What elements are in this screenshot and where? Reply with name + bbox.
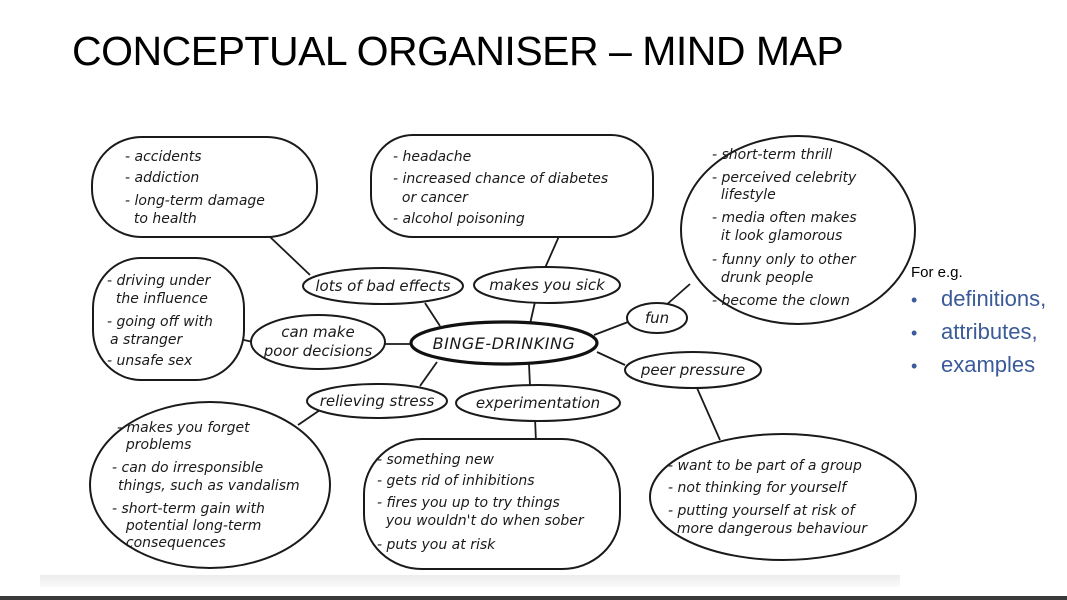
node-label: experimentation bbox=[476, 394, 600, 412]
connector-center-fun bbox=[593, 321, 629, 336]
slide-title: CONCEPTUAL ORGANISER – MIND MAP bbox=[72, 28, 844, 74]
detail-text: - something new bbox=[377, 452, 495, 468]
bubble-peer-pressure: - want to be part of a group - not think… bbox=[649, 433, 917, 561]
example-text: definitions, bbox=[941, 286, 1047, 311]
detail-text: a stranger bbox=[110, 332, 184, 348]
bullet-icon: • bbox=[911, 323, 918, 343]
connector-peer-bubble bbox=[696, 387, 721, 441]
detail-text: - become the clown bbox=[712, 293, 850, 309]
detail-text: - short-term thrill bbox=[712, 147, 832, 163]
examples-note: For e.g. • definitions, • attributes, • exa… bbox=[911, 264, 1046, 382]
detail-text: - unsafe sex bbox=[107, 353, 193, 369]
node-label: relieving stress bbox=[320, 392, 435, 410]
detail-text: - increased chance of diabetes bbox=[393, 171, 608, 187]
detail-text: - want to be part of a group bbox=[668, 458, 862, 474]
example-text: attributes, bbox=[941, 319, 1038, 344]
example-text: examples bbox=[941, 352, 1036, 377]
connectors bbox=[243, 233, 721, 443]
detail-text: - accidents bbox=[125, 149, 202, 165]
detail-text: it look glamorous bbox=[712, 228, 842, 244]
detail-text: - addiction bbox=[125, 170, 199, 186]
node-relieving-stress: relieving stress bbox=[306, 383, 448, 419]
detail-text: consequences bbox=[117, 535, 226, 551]
bubble-relieving-stress: - makes you forget problems - can do irr… bbox=[89, 401, 331, 569]
connector-center-sick bbox=[529, 301, 536, 325]
detail-text: - can do irresponsible bbox=[112, 460, 263, 476]
bubble-fun: - short-term thrill - perceived celebrit… bbox=[680, 135, 916, 325]
bullet-icon: • bbox=[911, 356, 918, 376]
node-fun: fun bbox=[626, 302, 688, 334]
connector-center-stress bbox=[419, 361, 438, 387]
bubble-experimentation: - something new - gets rid of inhibition… bbox=[363, 438, 621, 570]
detail-text: - putting yourself at risk of bbox=[668, 503, 857, 519]
examples-heading: For e.g. bbox=[911, 264, 963, 281]
example-item-definitions: • definitions, bbox=[911, 283, 1046, 316]
detail-text: - perceived celebrity bbox=[712, 170, 857, 186]
detail-text: or cancer bbox=[393, 190, 469, 206]
detail-text: - short-term gain with bbox=[112, 501, 265, 517]
detail-text: the influence bbox=[107, 291, 208, 307]
detail-text: - fires you up to try things bbox=[377, 495, 560, 511]
node-label: fun bbox=[645, 309, 669, 327]
detail-text: drunk people bbox=[712, 270, 813, 286]
center-label: BINGE-DRINKING bbox=[433, 334, 576, 353]
node-peer-pressure: peer pressure bbox=[624, 351, 762, 389]
connector-bad-effects-bubble bbox=[267, 234, 311, 276]
connector-center-bad-effects bbox=[424, 302, 441, 327]
node-lots-of-bad-effects: lots of bad effects bbox=[302, 267, 464, 305]
detail-text: - makes you forget bbox=[117, 420, 250, 436]
detail-text: lifestyle bbox=[712, 187, 776, 203]
detail-text: - headache bbox=[393, 149, 471, 165]
bubble-bad-effects: - accidents - addiction - long-term dama… bbox=[91, 136, 318, 238]
detail-text: to health bbox=[125, 211, 197, 227]
detail-text: things, such as vandalism bbox=[118, 478, 300, 494]
node-label: peer pressure bbox=[640, 361, 745, 379]
bubble-poor-decisions: - driving under the influence - going of… bbox=[92, 257, 245, 381]
detail-text: - media often makes bbox=[712, 210, 857, 226]
center-node: BINGE-DRINKING bbox=[409, 320, 599, 366]
node-label: poor decisions bbox=[263, 342, 373, 360]
detail-text: potential long-term bbox=[117, 518, 261, 534]
example-item-attributes: • attributes, bbox=[911, 316, 1046, 349]
detail-text: - gets rid of inhibitions bbox=[377, 473, 535, 489]
connector-stress-bubble bbox=[297, 409, 321, 426]
detail-text: - long-term damage bbox=[125, 193, 265, 209]
detail-text: - driving under bbox=[107, 273, 212, 289]
example-item-examples: • examples bbox=[911, 349, 1046, 382]
node-can-make-poor-decisions: can make poor decisions bbox=[250, 314, 386, 370]
bubble-makes-you-sick: - headache - increased chance of diabete… bbox=[370, 134, 654, 238]
connector-center-peer bbox=[596, 351, 626, 366]
connector-center-experimentation bbox=[528, 363, 531, 387]
node-label: can make bbox=[281, 323, 354, 341]
detail-text: - puts you at risk bbox=[377, 537, 496, 553]
detail-text: - alcohol poisoning bbox=[393, 211, 525, 227]
detail-text: more dangerous behaviour bbox=[668, 521, 868, 537]
detail-text: you wouldn't do when sober bbox=[377, 513, 585, 529]
bottom-border bbox=[0, 596, 1067, 600]
connector-fun-bubble bbox=[664, 283, 691, 307]
node-experimentation: experimentation bbox=[455, 384, 621, 422]
detail-text: - not thinking for yourself bbox=[668, 480, 848, 496]
detail-text: problems bbox=[117, 437, 191, 453]
detail-text: - going off with bbox=[107, 314, 213, 330]
detail-text: - funny only to other bbox=[712, 252, 857, 268]
node-makes-you-sick: makes you sick bbox=[473, 266, 621, 304]
bullet-icon: • bbox=[911, 290, 918, 310]
node-label: makes you sick bbox=[489, 276, 606, 294]
node-label: lots of bad effects bbox=[315, 277, 450, 295]
connector-sick-bubble bbox=[544, 233, 561, 269]
diagram-shadow bbox=[40, 575, 900, 587]
